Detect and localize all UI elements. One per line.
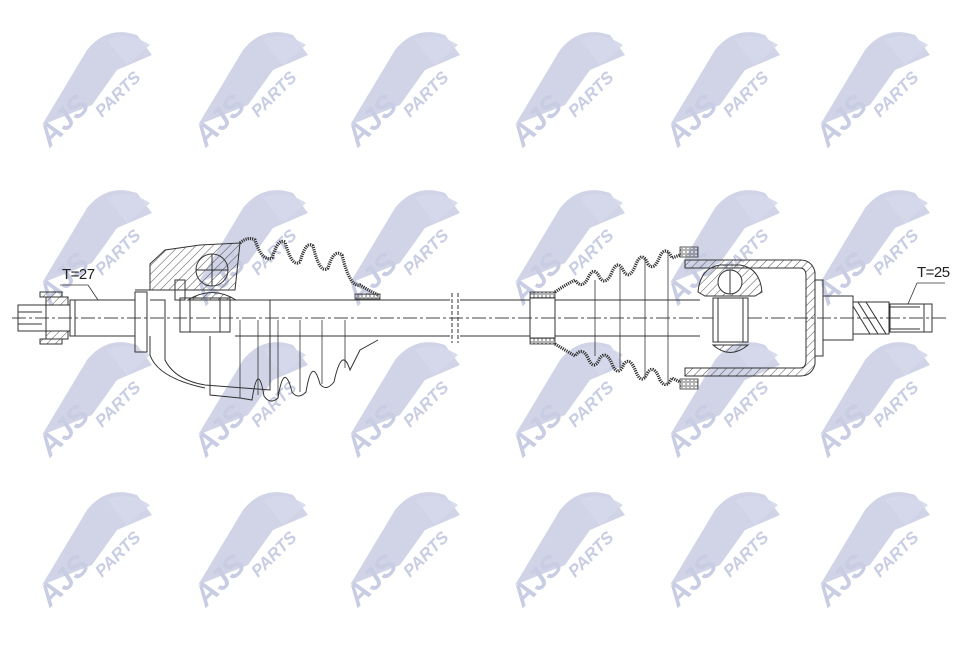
inner-boot-ribs: [594, 252, 669, 384]
inner-boot-clamp-large: [679, 246, 699, 258]
outer-boot-top: [238, 236, 379, 297]
right-leader-line: [907, 282, 918, 305]
left-stub-shaft: [17, 291, 136, 345]
right-spline-count-label: T=25: [917, 264, 950, 281]
inner-boot-top: [554, 249, 681, 294]
inner-tripod-housing: [684, 259, 824, 377]
outer-boot-ribs: [239, 320, 346, 398]
inner-boot-bottom: [554, 342, 681, 387]
inner-boot-clamp-small: [529, 291, 556, 299]
left-leader-line: [87, 284, 99, 301]
outer-cv-joint: [134, 242, 271, 391]
outer-boot-clamp: [354, 293, 381, 300]
main-shaft: [235, 293, 530, 343]
left-spline-count-label: T=27: [62, 266, 95, 283]
right-stub-shaft: [822, 295, 933, 341]
inner-boot-body: [529, 297, 700, 339]
outer-boot-bottom: [209, 336, 379, 402]
